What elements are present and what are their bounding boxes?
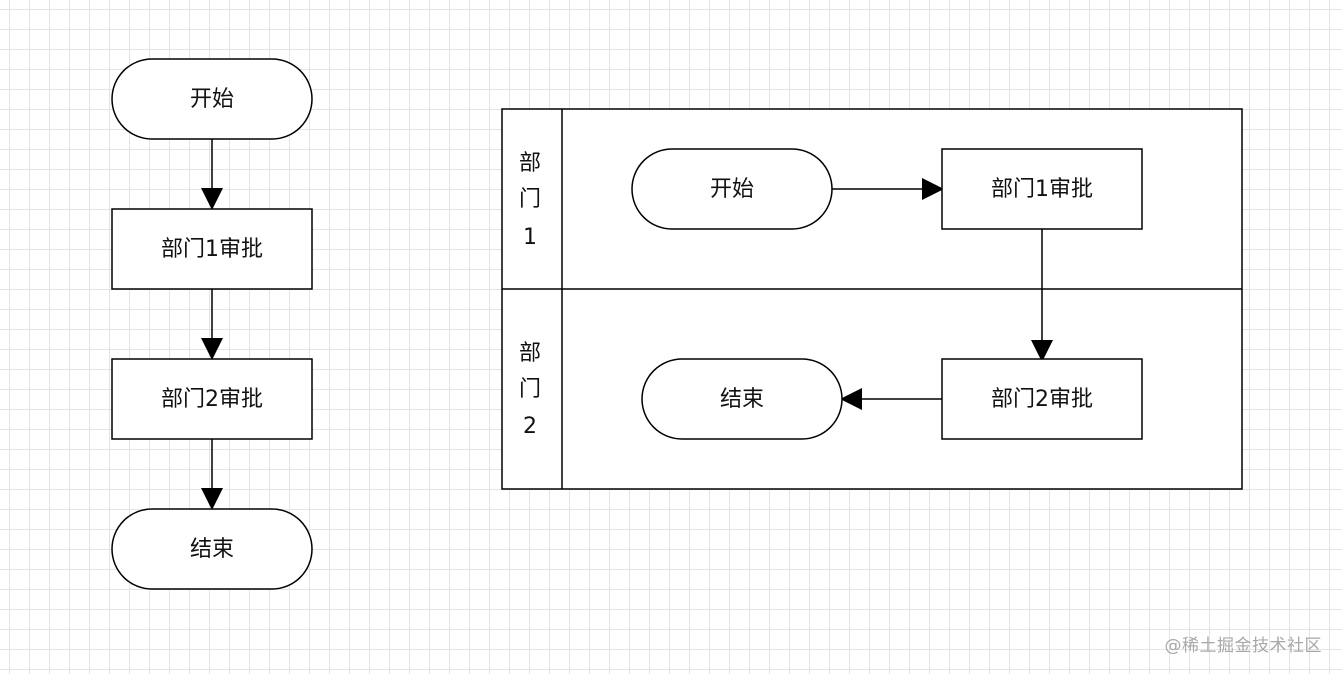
lane-arrowhead-step1-to-step2 <box>1031 340 1053 362</box>
end-terminal-label: 结束 <box>190 537 234 562</box>
arrowhead-step1-to-step2 <box>201 338 223 360</box>
step1-process-label: 部门1审批 <box>161 237 263 262</box>
arrowhead-start-to-step1 <box>201 188 223 210</box>
lane-end-terminal-label: 结束 <box>720 387 764 412</box>
start-terminal[interactable] <box>111 58 313 140</box>
lane-header-1[interactable]: 部 门 1 <box>519 151 541 250</box>
start-terminal-label: 开始 <box>190 87 234 112</box>
simple-flowchart: 开始 部门1审批 部门2审批 结束 <box>111 58 313 590</box>
lane-header-1-char-3: 1 <box>523 225 537 250</box>
step1-process[interactable] <box>111 208 313 290</box>
swimlane-flowchart: 部 门 1 部 门 2 开始 部门1审批 部门2审批 结束 <box>501 108 1243 490</box>
lane-header-2-char-1: 部 <box>519 341 541 366</box>
lane-end-terminal[interactable] <box>641 358 843 440</box>
watermark: @稀土掘金技术社区 <box>1164 636 1322 656</box>
step2-process-label: 部门2审批 <box>161 387 263 412</box>
lane-header-1-char-2: 门 <box>519 187 541 212</box>
lane-arrowhead-step2-to-end <box>840 388 862 410</box>
end-terminal[interactable] <box>111 508 313 590</box>
lane-header-2[interactable]: 部 门 2 <box>519 341 541 439</box>
lane-arrowhead-start-to-step1 <box>922 178 944 200</box>
lane-step2-process-label: 部门2审批 <box>991 387 1093 412</box>
lane-header-2-char-2: 门 <box>519 377 541 402</box>
lane-start-terminal-label: 开始 <box>710 177 754 202</box>
lane-header-2-char-3: 2 <box>523 414 537 439</box>
lane-step1-process[interactable] <box>941 148 1143 230</box>
lane-header-1-char-1: 部 <box>519 151 541 176</box>
arrowhead-step2-to-end <box>201 488 223 510</box>
lane-start-terminal[interactable] <box>631 148 833 230</box>
lane-step2-process[interactable] <box>941 358 1143 440</box>
lane-step1-process-label: 部门1审批 <box>991 177 1093 202</box>
step2-process[interactable] <box>111 358 313 440</box>
